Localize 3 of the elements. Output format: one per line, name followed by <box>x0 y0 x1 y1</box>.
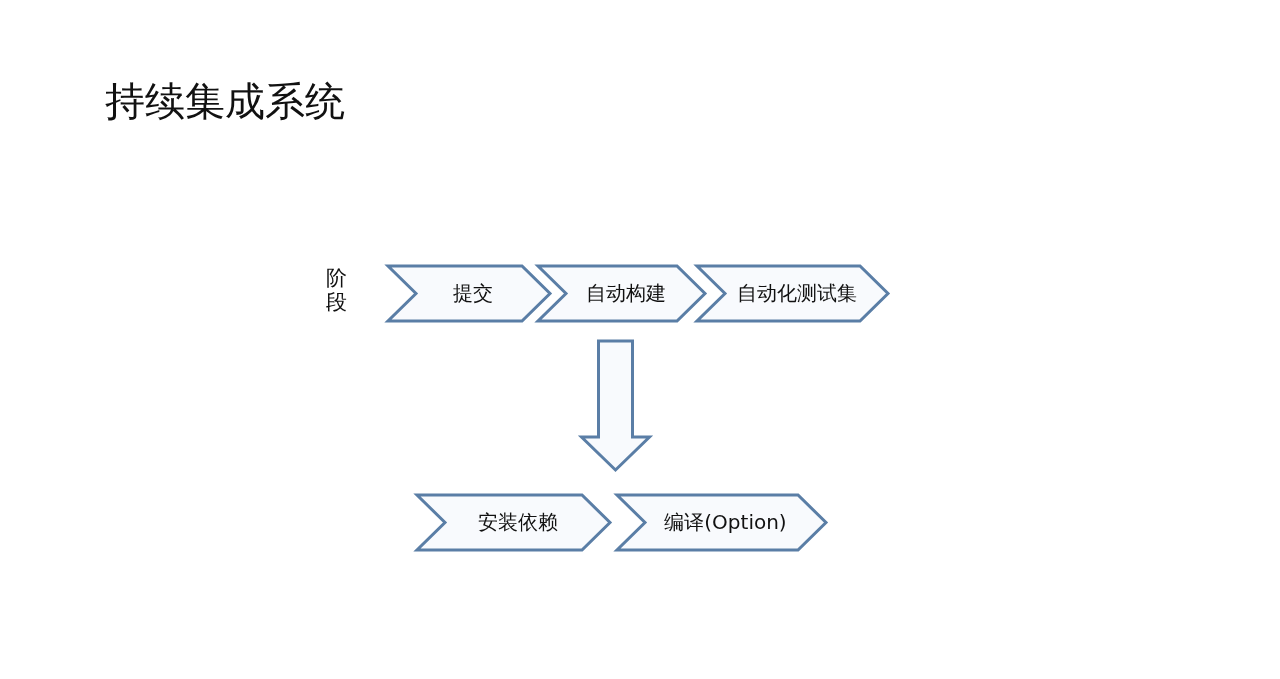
title: 持续集成系统 <box>105 77 345 126</box>
stage-label: 阶段 <box>326 266 348 315</box>
block-arrow <box>577 339 654 473</box>
